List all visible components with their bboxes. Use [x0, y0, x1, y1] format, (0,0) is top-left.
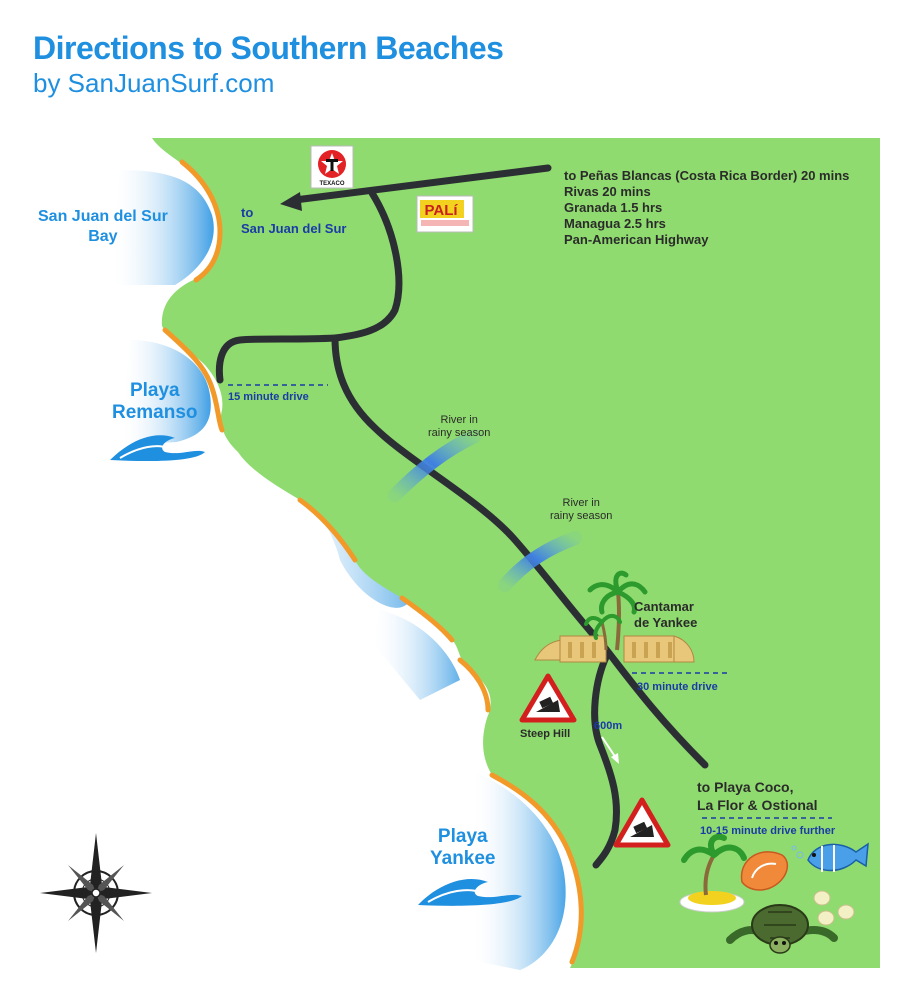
turtle-eggs-icon [813, 890, 855, 926]
wave-icon [110, 435, 205, 462]
bay-line-1: San Juan del Sur [38, 208, 168, 225]
remanso-line-1: Playa [129, 380, 180, 401]
label-drive-cantamar: 30 minute drive [637, 681, 718, 693]
warning-steep-hill-icon [519, 673, 577, 723]
compass-rose-icon [40, 833, 152, 953]
texaco-logo-icon [310, 145, 354, 189]
page-title: Directions to Southern Beaches [33, 30, 504, 66]
downhill-arrow-icon [601, 736, 619, 764]
turtle-icon [726, 904, 838, 954]
island-palm-icon [679, 833, 747, 913]
yankee-line-1: Playa [437, 826, 488, 847]
river-2-line-1: River in [562, 497, 600, 509]
highway-line-5: Pan-American Highway [564, 232, 709, 247]
river-1-icon [388, 429, 482, 502]
cantamar-buildings-icon [534, 635, 695, 663]
to-line-2: San Juan del Sur [241, 221, 347, 236]
arrow-head-icon [280, 192, 302, 211]
pali-logo-label: PALí [424, 202, 458, 219]
label-to-playa-coco: to Playa Coco, La Flor & Ostional [697, 778, 818, 814]
warning-steep-hill-icon-2 [613, 797, 671, 848]
highway-line-4: Managua 2.5 hrs [564, 216, 666, 231]
cantamar-line-1: Cantamar [634, 599, 694, 614]
wave-icon-2 [418, 878, 522, 906]
distance-lines [228, 384, 832, 819]
label-highway-directions: to Peñas Blancas (Costa Rica Border) 20 … [564, 168, 849, 248]
highway-line-3: Granada 1.5 hrs [564, 200, 663, 215]
to-line-1: to [241, 205, 254, 220]
yankee-line-2: Yankee [430, 848, 496, 869]
coco-line-2: La Flor & Ostional [697, 797, 818, 813]
palm-tree-icon [584, 570, 648, 651]
highway-line-1: to Peñas Blancas (Costa Rica Border) 20 … [564, 168, 850, 183]
cantamar-line-2: de Yankee [634, 615, 698, 630]
remanso-line-2: Remanso [112, 402, 198, 423]
roads [215, 164, 709, 869]
label-river-2: River in rainy season [550, 497, 612, 523]
highway-line-2: Rivas 20 mins [564, 184, 651, 199]
coco-line-1: to Playa Coco, [697, 779, 794, 795]
label-cantamar: Cantamar de Yankee [634, 599, 697, 631]
sand-edges [162, 159, 584, 965]
shell-icon [740, 851, 789, 891]
label-river-1: River in rainy season [428, 414, 490, 440]
river-2-line-2: rainy season [550, 510, 613, 522]
fish-icon [791, 842, 869, 872]
page-subtitle: by SanJuanSurf.com [33, 68, 275, 98]
label-playa-yankee: Playa Yankee [430, 826, 496, 870]
label-steep-hill: Steep Hill [520, 728, 571, 740]
river-1-line-1: River in [440, 414, 478, 426]
label-hill-distance: 600m [594, 720, 623, 732]
bay-line-2: Bay [88, 228, 118, 245]
river-1-line-2: rainy season [428, 427, 491, 439]
label-to-san-juan: to San Juan del Sur [241, 205, 346, 237]
label-drive-further: 10-15 minute drive further [700, 825, 836, 837]
label-drive-remanso: 15 minute drive [228, 391, 309, 403]
river-2-icon [498, 531, 582, 592]
texaco-logo-label: TEXACO [319, 181, 344, 187]
label-san-juan-bay: San Juan del Sur Bay [38, 207, 168, 247]
label-playa-remanso: Playa Remanso [112, 380, 198, 424]
pali-logo-icon [416, 195, 474, 233]
